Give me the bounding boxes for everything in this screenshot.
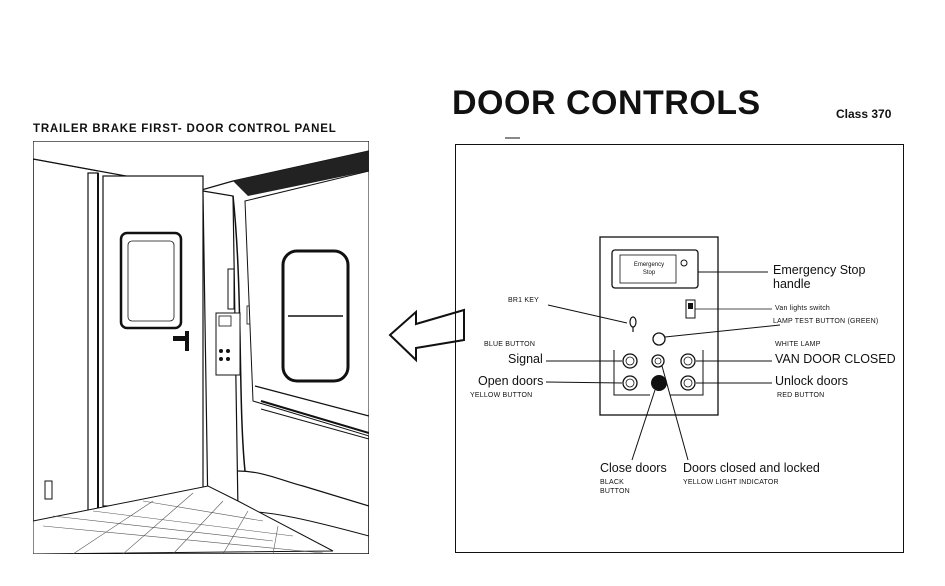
open-doors-label: Open doors	[478, 374, 544, 388]
close-doors-label: Close doors	[600, 461, 667, 475]
red-button-label: RED BUTTON	[777, 392, 825, 399]
emergency-stop-label: Emergency Stop handle	[773, 263, 866, 291]
doors-closed-locked-label: Doors closed and locked	[683, 461, 820, 475]
br1-key-label: BR1 KEY	[508, 297, 539, 304]
page-title: DOOR CONTROLS	[452, 84, 761, 122]
yellow-button-label: YELLOW BUTTON	[470, 392, 533, 399]
blue-button-label: BLUE BUTTON	[484, 341, 536, 348]
train-interior-illustration	[33, 141, 369, 554]
yellow-light-indicator-label: YELLOW LIGHT INDICATOR	[683, 479, 779, 486]
signal-label: Signal	[508, 352, 543, 366]
photo-caption: TRAILER BRAKE FIRST- DOOR CONTROL PANEL	[33, 123, 337, 135]
class-label: Class 370	[836, 107, 892, 121]
white-lamp-label: WHITE LAMP	[775, 341, 821, 348]
van-lights-switch-label: Van lights switch	[775, 305, 831, 312]
door-controls-diagram-frame	[455, 144, 904, 553]
emergency-stop-box-label: Emergency Stop	[633, 262, 665, 276]
black-button-label: BLACK BUTTON	[600, 479, 630, 495]
van-door-closed-label: VAN DOOR CLOSED	[775, 352, 896, 366]
pointer-arrow-icon	[388, 308, 465, 363]
unlock-doors-label: Unlock doors	[775, 374, 848, 388]
lamp-test-button-label: LAMP TEST BUTTON (GREEN)	[773, 318, 879, 325]
